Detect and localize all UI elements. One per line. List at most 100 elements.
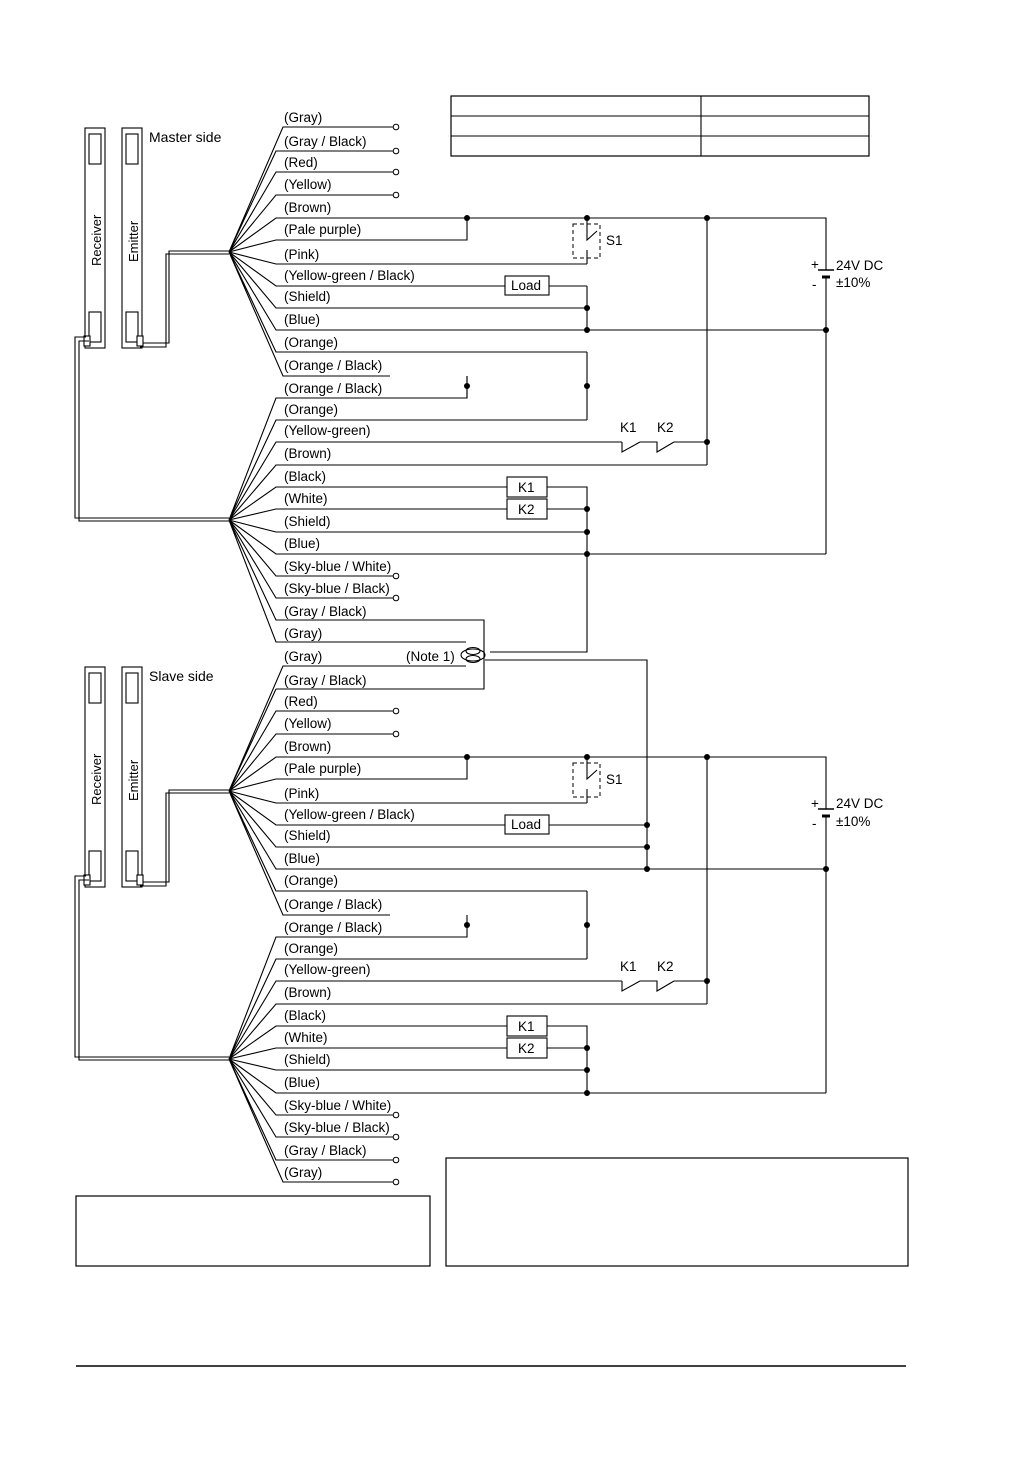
wire-label: (Pink) bbox=[284, 786, 319, 801]
relay-k2-coil bbox=[506, 498, 548, 520]
wire-label: (Brown) bbox=[284, 446, 331, 461]
header-table bbox=[450, 95, 870, 157]
wire-label: (Orange) bbox=[284, 873, 338, 888]
wire-label: (Red) bbox=[284, 694, 318, 709]
master-external-circuit: S1 Load K1 K2 K1 K2 + - 24V DC ±10% bbox=[406, 217, 884, 653]
slave-emitter-cable bbox=[140, 789, 229, 887]
wire-label: (Black) bbox=[284, 1008, 326, 1023]
master-receiver-unit bbox=[83, 127, 106, 349]
master-receiver-cable bbox=[74, 336, 229, 522]
contact-label: K1 bbox=[620, 959, 637, 974]
connector-ring bbox=[460, 648, 486, 662]
plus-sign: + bbox=[811, 796, 819, 811]
wire-label: (White) bbox=[284, 1030, 328, 1045]
slave-emitter-label: Emitter bbox=[126, 759, 141, 801]
wire-label: (Brown) bbox=[284, 985, 331, 1000]
master-receiver-wires: (Orange / Black) (Orange) (Yellow-green)… bbox=[228, 376, 826, 690]
wire-label: (Shield) bbox=[284, 828, 331, 843]
wire-label: (Yellow-green) bbox=[284, 962, 371, 977]
wire-label: (Gray / Black) bbox=[284, 673, 367, 688]
supply-tolerance: ±10% bbox=[836, 814, 870, 829]
wire-label: (Shield) bbox=[284, 514, 331, 529]
note-box-left bbox=[75, 1195, 431, 1267]
plus-sign: + bbox=[811, 257, 819, 272]
wire-label: (Black) bbox=[284, 469, 326, 484]
wire-label: (Red) bbox=[284, 155, 318, 170]
wire-label: (Yellow) bbox=[284, 177, 332, 192]
relay-label: K2 bbox=[518, 502, 535, 517]
wire-label: (Blue) bbox=[284, 1075, 320, 1090]
relay-k1-coil bbox=[506, 476, 548, 498]
wire-label: (Sky-blue / White) bbox=[284, 1098, 391, 1113]
slave-junction-dots bbox=[464, 754, 829, 1096]
slave-receiver-label: Receiver bbox=[89, 753, 104, 805]
wire-label: (Orange / Black) bbox=[284, 897, 382, 912]
wire-label: (Gray / Black) bbox=[284, 604, 367, 619]
slave-terminals bbox=[392, 707, 400, 1186]
slave-emitter-unit bbox=[121, 666, 144, 888]
wire-label: (Gray / Black) bbox=[284, 1143, 367, 1158]
master-emitter-label: Emitter bbox=[126, 220, 141, 262]
wire-label: (Yellow) bbox=[284, 716, 332, 731]
master-receiver-label: Receiver bbox=[89, 214, 104, 266]
wire-label: (Gray) bbox=[284, 649, 322, 664]
contact-label: K2 bbox=[657, 420, 674, 435]
wire-label: (Blue) bbox=[284, 536, 320, 551]
load-label: Load bbox=[511, 278, 541, 293]
master-emitter-wires: (Gray) (Gray / Black) (Red) (Yellow) (Br… bbox=[228, 110, 826, 377]
wire-label: (Pink) bbox=[284, 247, 319, 262]
wire-label: (Orange / Black) bbox=[284, 381, 382, 396]
wire-label: (Orange / Black) bbox=[284, 920, 382, 935]
relay-label: K2 bbox=[518, 1041, 535, 1056]
wire-label: (Sky-blue / Black) bbox=[284, 1120, 390, 1135]
contact-label: K1 bbox=[620, 420, 637, 435]
wire-label: (Brown) bbox=[284, 739, 331, 754]
master-emitter-unit bbox=[121, 127, 144, 349]
supply-voltage: 24V DC bbox=[836, 796, 884, 811]
wire-label: (Yellow-green) bbox=[284, 423, 371, 438]
master-terminals bbox=[392, 123, 400, 602]
wire-label: (Pale purple) bbox=[284, 761, 361, 776]
slave-section: Slave side Receiver Emitter (Gray) (Gray… bbox=[74, 649, 884, 1186]
switch-label: S1 bbox=[606, 233, 623, 248]
wire-label: (Blue) bbox=[284, 851, 320, 866]
load-box bbox=[504, 814, 550, 835]
switch-s1 bbox=[572, 762, 601, 798]
relay-label: K1 bbox=[518, 480, 535, 495]
slave-external-circuit: S1 Load K1 K2 K1 K2 + - 24V DC ±10% bbox=[467, 756, 884, 1093]
note-box-right bbox=[445, 1157, 909, 1267]
relay-contacts bbox=[621, 441, 675, 453]
wire-label: (Orange) bbox=[284, 335, 338, 350]
relay-contacts bbox=[621, 980, 675, 992]
load-box bbox=[504, 275, 550, 296]
wire-label: (Shield) bbox=[284, 289, 331, 304]
wire-label: (Orange) bbox=[284, 402, 338, 417]
relay-k2-coil bbox=[506, 1037, 548, 1059]
wire-label: (Gray) bbox=[284, 110, 322, 125]
wire-label: (Yellow-green / Black) bbox=[284, 807, 415, 822]
inter-unit-link: (Note 1) bbox=[406, 646, 648, 869]
wire-label: (Sky-blue / Black) bbox=[284, 581, 390, 596]
wire-label: (Orange / Black) bbox=[284, 358, 382, 373]
master-emitter-cable bbox=[140, 250, 229, 348]
slave-title: Slave side bbox=[149, 668, 214, 684]
master-section: Master side Receiver Emitter (Gray) (Gra… bbox=[74, 110, 884, 690]
slave-emitter-wires: (Gray) (Gray / Black) (Red) (Yellow) (Br… bbox=[228, 649, 826, 916]
wire-label: (Brown) bbox=[284, 200, 331, 215]
note-label: (Note 1) bbox=[406, 649, 455, 664]
relay-k1-coil bbox=[506, 1015, 548, 1037]
wire-label: (Pale purple) bbox=[284, 222, 361, 237]
supply-voltage: 24V DC bbox=[836, 258, 884, 273]
load-label: Load bbox=[511, 817, 541, 832]
supply-tolerance: ±10% bbox=[836, 275, 870, 290]
minus-sign: - bbox=[812, 816, 817, 831]
wire-label: (Blue) bbox=[284, 312, 320, 327]
master-junction-dots bbox=[464, 215, 829, 557]
minus-sign: - bbox=[812, 277, 817, 292]
wire-label: (Gray) bbox=[284, 1165, 322, 1180]
wire-label: (Gray / Black) bbox=[284, 134, 367, 149]
slave-receiver-cable bbox=[74, 875, 229, 1061]
switch-label: S1 bbox=[606, 772, 623, 787]
